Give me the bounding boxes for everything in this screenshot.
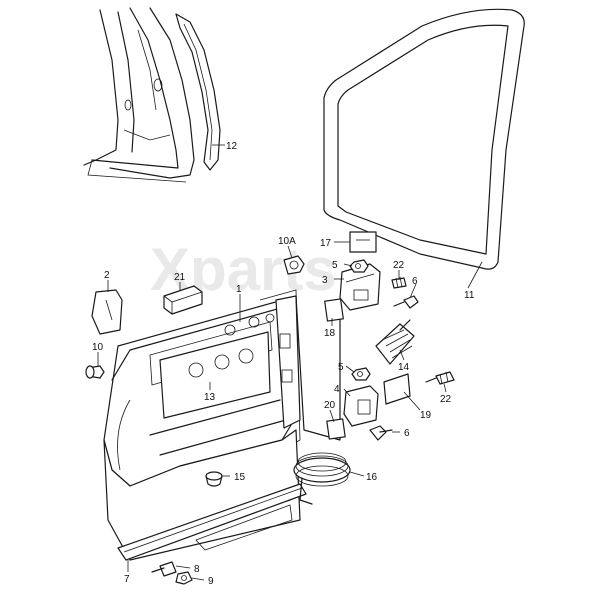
seal-strip-12 <box>175 13 221 171</box>
door-side-edge <box>275 295 341 441</box>
bolt-8 <box>151 561 177 577</box>
bumper-15 <box>205 471 223 487</box>
callout-10a: 10A <box>278 236 296 247</box>
callout-21: 21 <box>174 272 186 283</box>
callout-9: 9 <box>208 576 214 587</box>
callout-17: 17 <box>320 238 332 249</box>
shim-18 <box>324 298 344 322</box>
callout-6-upper: 6 <box>412 276 418 287</box>
foam-block-21 <box>163 285 203 315</box>
callout-2: 2 <box>104 270 110 281</box>
shim-20 <box>326 418 346 440</box>
callout-12: 12 <box>226 141 238 152</box>
sound-pad-13 <box>159 331 271 419</box>
callout-1: 1 <box>236 284 242 295</box>
nut-5-upper <box>349 259 369 273</box>
plug-10 <box>85 365 105 379</box>
door-frame-seal-11 <box>323 8 525 270</box>
nut-5-lower <box>351 367 371 381</box>
shim-17 <box>349 231 377 253</box>
callout-14: 14 <box>398 362 410 373</box>
plug-10a <box>283 255 305 275</box>
bolt-6-upper <box>393 295 419 309</box>
leader-lines <box>97 144 483 581</box>
callout-labels: 12 11 10A 17 5 3 22 6 2 21 1 18 10 14 5 … <box>92 141 475 587</box>
callout-22-lower: 22 <box>440 394 452 405</box>
callout-4: 4 <box>334 384 340 395</box>
callout-3: 3 <box>322 275 328 286</box>
callout-7: 7 <box>124 574 130 585</box>
callout-19: 19 <box>420 410 432 421</box>
callout-20: 20 <box>324 400 336 411</box>
callout-13: 13 <box>204 392 216 403</box>
callout-18: 18 <box>324 328 336 339</box>
check-strap-14 <box>375 319 415 365</box>
bolt-22-lower <box>425 371 455 385</box>
callout-5-upper: 5 <box>332 260 338 271</box>
callout-15: 15 <box>234 472 246 483</box>
a-pillar-body-section <box>83 7 195 183</box>
callout-10: 10 <box>92 342 104 353</box>
callout-11: 11 <box>464 290 475 301</box>
bolt-6-lower <box>369 425 393 441</box>
callout-6-lower: 6 <box>404 428 410 439</box>
sill-seal-strip-7 <box>117 483 307 561</box>
nut-9 <box>175 571 193 585</box>
bracket-2 <box>91 289 123 335</box>
callout-22-upper: 22 <box>393 260 405 271</box>
callout-8: 8 <box>194 564 200 575</box>
lower-hinge-4 <box>343 385 379 427</box>
bracket-19 <box>383 373 411 405</box>
bolt-22-upper <box>391 276 407 289</box>
upper-hinge-3 <box>339 263 381 311</box>
callout-5-lower: 5 <box>338 362 344 373</box>
callout-16: 16 <box>366 472 378 483</box>
drain-hose-16 <box>293 452 351 505</box>
